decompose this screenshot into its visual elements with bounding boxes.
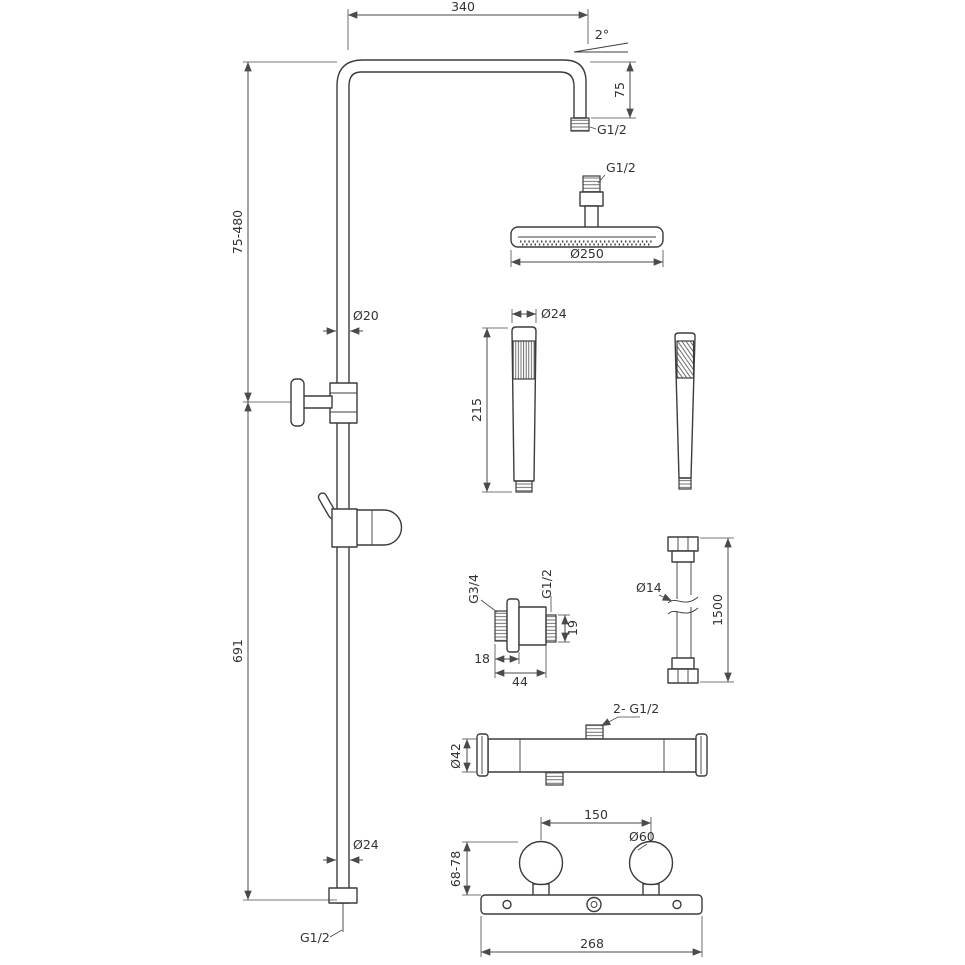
valve-left-knob-cap bbox=[476, 733, 489, 777]
dim-valve-height-range: 68-78 bbox=[448, 851, 463, 887]
dim-valve-knob-diameter: Ø60 bbox=[629, 829, 655, 844]
dim-head-diameter: Ø250 bbox=[570, 246, 604, 261]
shower-hose-detail: Ø14 1500 bbox=[636, 536, 734, 684]
label-head-thread: G1/2 bbox=[606, 160, 636, 175]
wall-elbow-detail: G3/4 G1/2 19 18 44 bbox=[466, 569, 580, 689]
valve-body bbox=[487, 738, 697, 773]
dim-riser-bottom-diameter: Ø24 bbox=[353, 837, 379, 852]
overhead-shower-detail: G1/2 Ø250 bbox=[510, 160, 664, 267]
hose-bottom-collar bbox=[671, 657, 695, 670]
dim-hose-length: 1500 bbox=[710, 594, 725, 626]
dim-elbow-offset: 19 bbox=[565, 620, 580, 636]
handshower-inlet-thread-side bbox=[678, 477, 692, 490]
valve-bottom-port bbox=[545, 771, 564, 786]
label-arm-thread: G1/2 bbox=[597, 122, 627, 137]
elbow-flange-plate bbox=[506, 598, 520, 653]
head-stem bbox=[584, 205, 599, 229]
label-elbow-inlet-thread: G3/4 bbox=[466, 574, 481, 604]
bracket-pipe-clamp bbox=[329, 382, 358, 424]
dim-valve-width: 268 bbox=[580, 936, 604, 951]
hose-break-line bbox=[667, 596, 699, 604]
center-outlet bbox=[586, 896, 602, 913]
dim-elbow-plate-depth: 18 bbox=[474, 651, 490, 666]
hose-top-nut bbox=[667, 536, 699, 552]
handset-holder bbox=[317, 492, 403, 548]
mixer-valve-side-view: 2- G1/2 Ø42 bbox=[448, 701, 708, 786]
riser-dimensions: 340 2° 75 G1/2 75-480 691 Ø20 Ø24 G1/2 bbox=[230, 0, 636, 945]
left-knob-stem bbox=[532, 883, 550, 897]
elbow-outlet-thread bbox=[545, 614, 557, 643]
dim-elbow-total-depth: 44 bbox=[512, 674, 528, 689]
hose-top-collar bbox=[671, 550, 695, 563]
dim-arm-drop: 75 bbox=[612, 82, 627, 98]
dim-riser-lower: 691 bbox=[230, 639, 245, 663]
label-riser-bottom-thread: G1/2 bbox=[300, 930, 330, 945]
head-thread-connector bbox=[582, 175, 601, 193]
dim-valve-body-diameter: Ø42 bbox=[448, 743, 463, 769]
head-connector-collar bbox=[579, 191, 604, 207]
right-screw-hole bbox=[672, 899, 682, 910]
label-elbow-outlet-thread: G1/2 bbox=[539, 569, 554, 599]
dim-handset-diameter: Ø24 bbox=[541, 306, 567, 321]
right-knob-stem bbox=[642, 883, 660, 897]
valve-right-knob-cap bbox=[695, 733, 708, 777]
handshower-side-view bbox=[674, 332, 696, 490]
left-screw-hole bbox=[502, 899, 512, 910]
valve-top-port bbox=[585, 724, 604, 740]
hose-bottom-nut bbox=[667, 668, 699, 684]
label-valve-connections: 2- G1/2 bbox=[613, 701, 659, 716]
mixer-valve-front-view: 150 Ø60 68-78 268 bbox=[448, 807, 703, 957]
wall-bracket bbox=[290, 378, 358, 427]
handshower-spray-face bbox=[512, 340, 536, 380]
riser-bottom-collar bbox=[328, 887, 358, 904]
holder-cradle bbox=[355, 509, 403, 546]
dim-riser-upper-range: 75-480 bbox=[230, 210, 245, 254]
bracket-wall-flange bbox=[290, 378, 305, 427]
dim-arm-angle: 2° bbox=[595, 27, 609, 42]
elbow-body bbox=[518, 606, 547, 646]
dim-handset-length: 215 bbox=[469, 398, 484, 422]
handshower-front-view: Ø24 215 bbox=[469, 306, 567, 493]
handshower-inlet-thread bbox=[515, 480, 533, 493]
handshower-spray-face-side bbox=[676, 340, 695, 379]
elbow-wall-thread bbox=[494, 610, 508, 642]
dim-valve-centres: 150 bbox=[584, 807, 608, 822]
right-knob bbox=[628, 840, 674, 886]
dim-arm-length: 340 bbox=[451, 0, 475, 14]
left-knob bbox=[518, 840, 564, 886]
arm-outlet-thread bbox=[570, 117, 590, 132]
dim-riser-diameter: Ø20 bbox=[353, 308, 379, 323]
holder-slide-collar bbox=[331, 508, 358, 548]
riser-assembly bbox=[290, 59, 590, 932]
dim-hose-diameter: Ø14 bbox=[636, 580, 662, 595]
bracket-arm bbox=[301, 395, 333, 409]
